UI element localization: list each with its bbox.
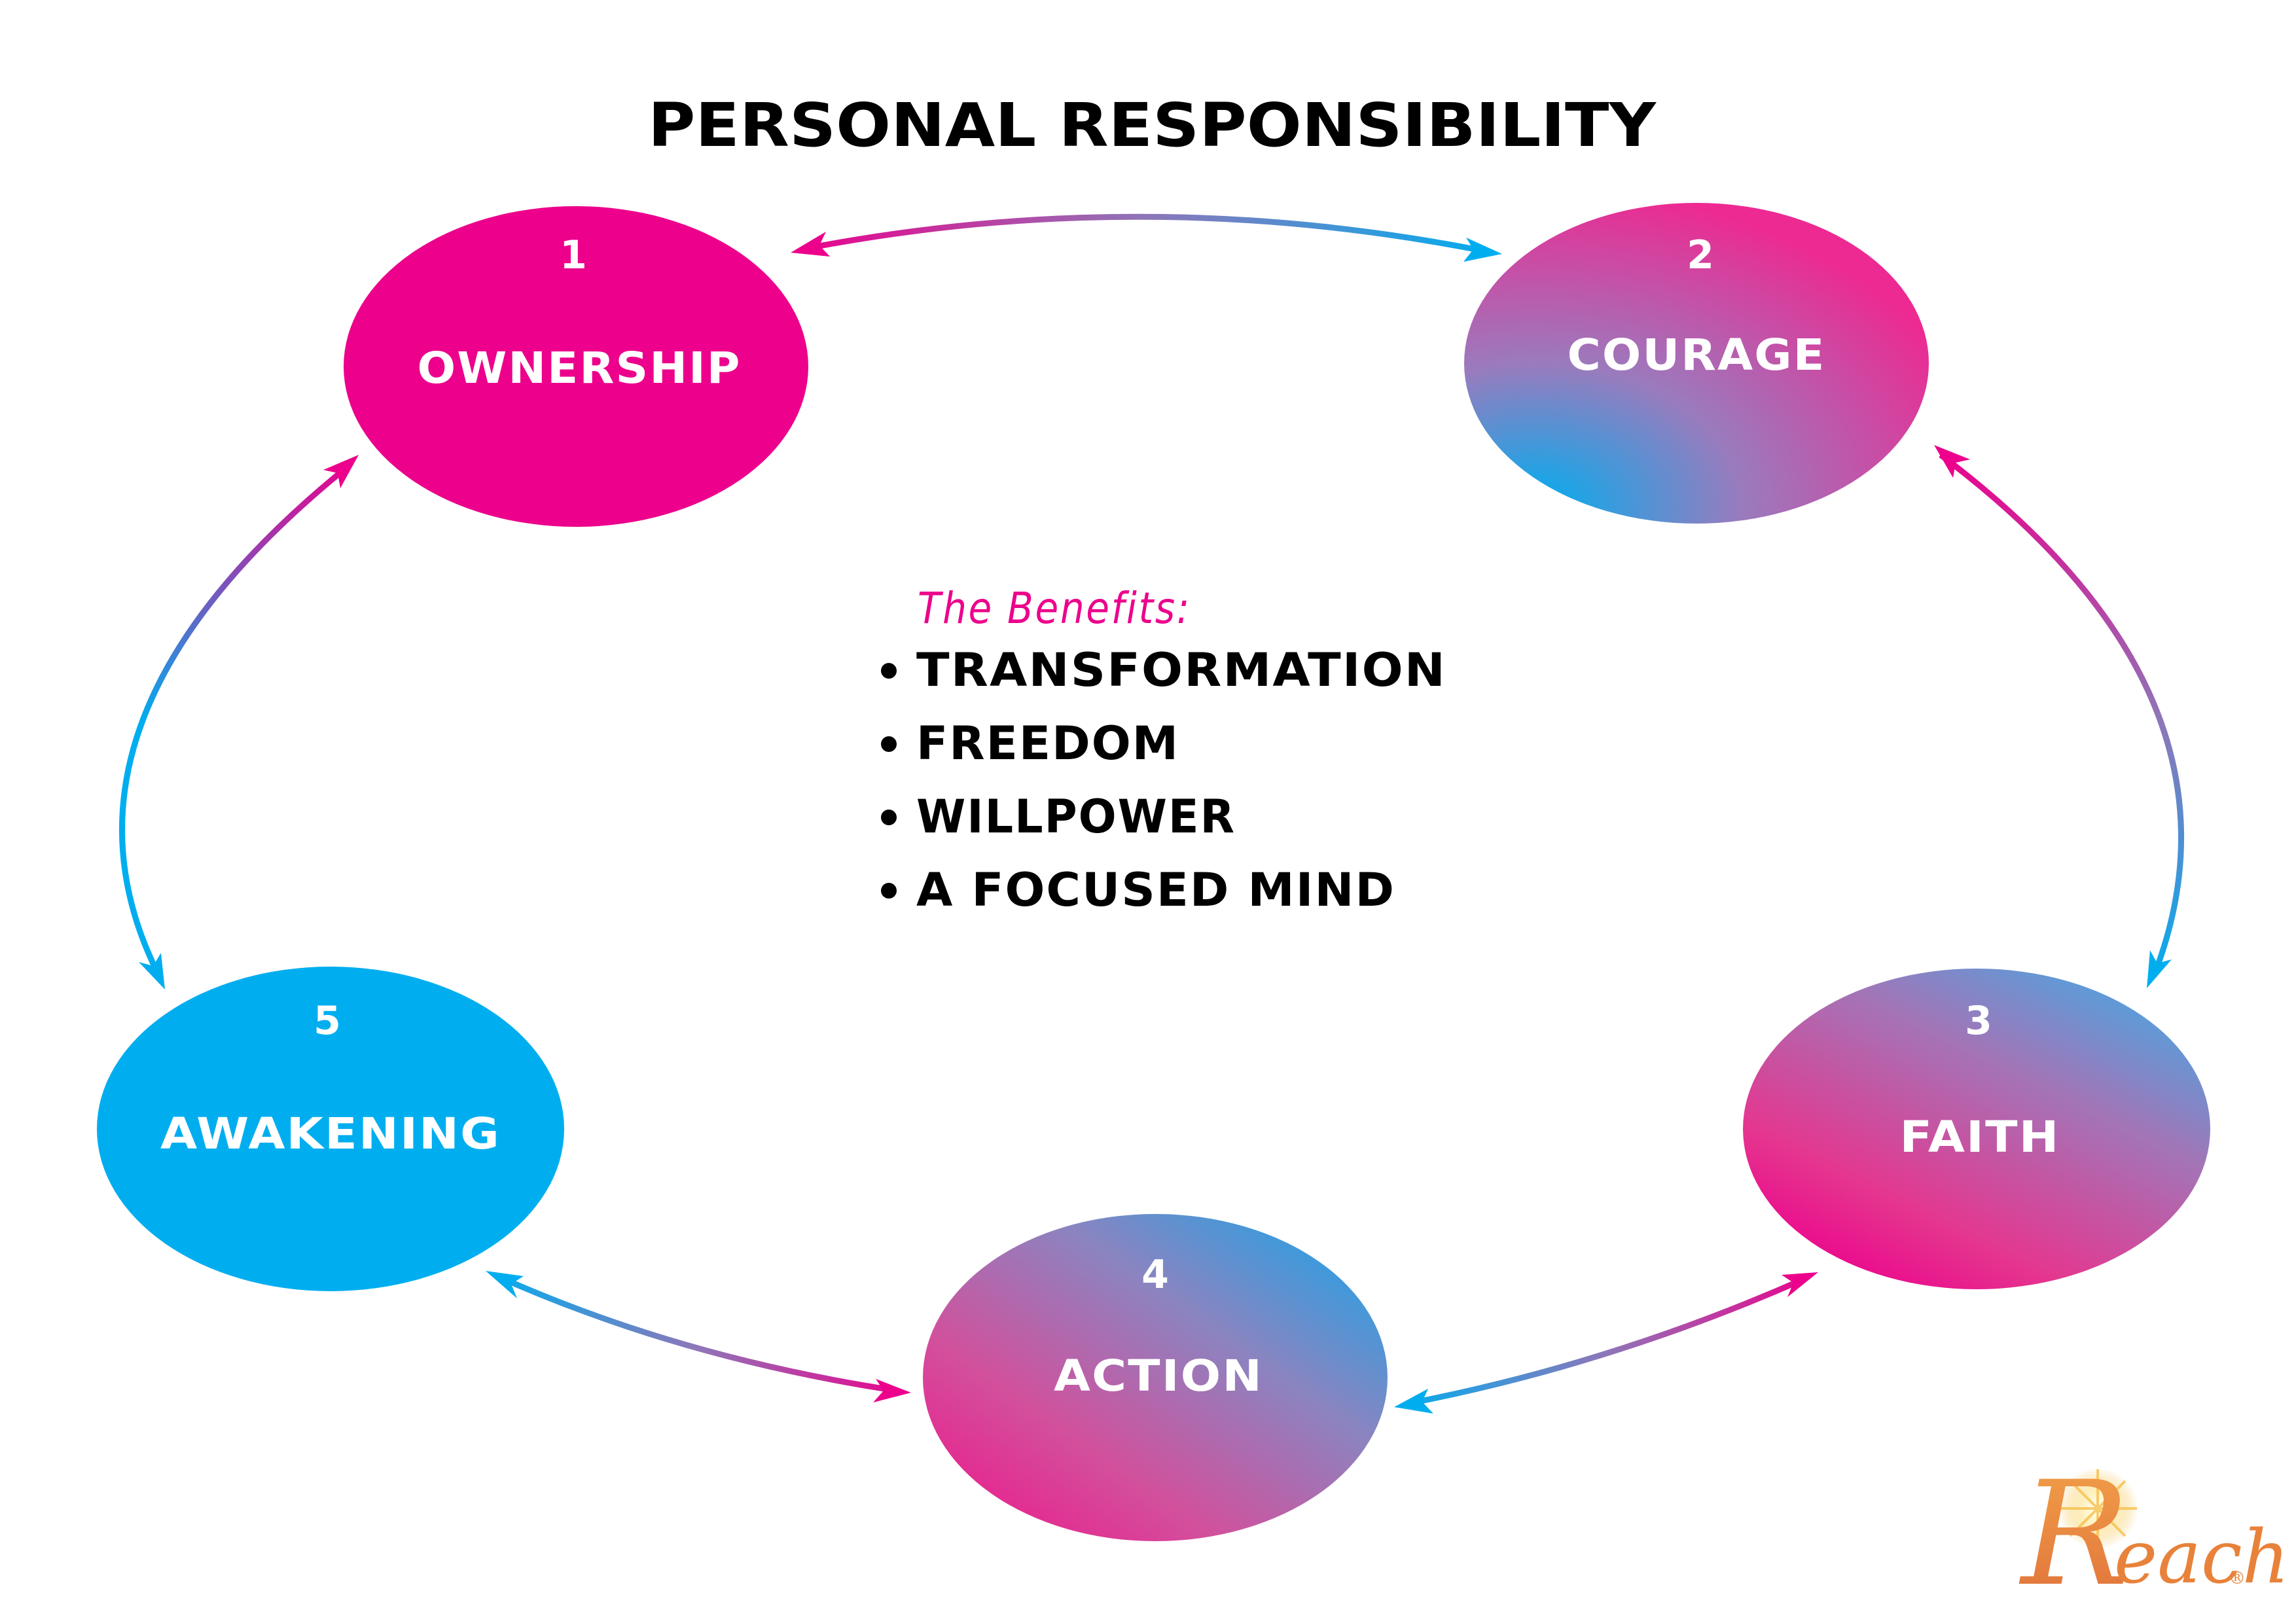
arrowhead-icon — [873, 1379, 911, 1402]
step-number: 1 — [560, 232, 587, 278]
arrowhead-icon — [1394, 1389, 1433, 1414]
arrowhead-icon — [486, 1271, 524, 1298]
step-number: 4 — [1141, 1252, 1169, 1298]
benefit-label: WILLPOWER — [916, 790, 1236, 844]
step-ellipse — [923, 1214, 1388, 1541]
connector-4-3 — [1394, 1272, 1818, 1414]
benefit-item: FREEDOM — [881, 717, 1179, 770]
benefits-block: The Benefits: TRANSFORMATION FREEDOM WIL… — [881, 583, 1446, 917]
arrowhead-icon — [1934, 445, 1970, 478]
step-label: OWNERSHIP — [418, 343, 742, 393]
benefit-label: A FOCUSED MIND — [916, 863, 1395, 917]
step-number: 2 — [1687, 232, 1714, 278]
step-faith: 3 FAITH — [1743, 969, 2210, 1289]
connector-2-3 — [1934, 445, 2184, 988]
step-ellipse — [344, 206, 808, 527]
benefit-label: TRANSFORMATION — [916, 643, 1446, 697]
arrowhead-icon — [1463, 238, 1502, 262]
step-ellipse — [1743, 969, 2210, 1289]
registered-mark: ® — [2229, 1569, 2246, 1588]
arrowhead-icon — [791, 232, 830, 257]
bullet-icon — [881, 663, 897, 679]
arrowhead-icon — [2147, 950, 2172, 988]
step-label: COURAGE — [1568, 330, 1826, 380]
connector-1-2 — [791, 213, 1502, 262]
reach-logo: R each ® — [2018, 1450, 2289, 1618]
step-label: FAITH — [1900, 1112, 2060, 1162]
step-courage: 2 COURAGE — [1464, 203, 1929, 524]
bullet-icon — [881, 736, 897, 752]
connector-5-1 — [119, 455, 359, 990]
arrowhead-icon — [139, 953, 165, 990]
step-awakening: 5 AWAKENING — [97, 967, 564, 1291]
arrowhead-icon — [1782, 1272, 1818, 1297]
logo-text: each — [2114, 1515, 2289, 1600]
step-action: 4 ACTION — [923, 1214, 1388, 1541]
benefit-item: TRANSFORMATION — [881, 643, 1446, 697]
step-label: AWAKENING — [160, 1109, 501, 1159]
bullet-icon — [881, 810, 897, 825]
sunburst-rays — [2058, 1469, 2137, 1548]
connector-5-4 — [486, 1271, 911, 1402]
step-number: 5 — [314, 998, 341, 1044]
benefits-heading: The Benefits: — [918, 583, 1191, 633]
benefit-label: FREEDOM — [916, 717, 1179, 770]
step-ellipse — [1464, 203, 1929, 524]
logo-initial: R — [2018, 1450, 2130, 1618]
step-ownership: 1 OWNERSHIP — [344, 206, 808, 527]
bullet-icon — [881, 883, 897, 899]
step-ellipse — [97, 967, 564, 1291]
page-title: PERSONAL RESPONSIBILITY — [648, 90, 1657, 160]
step-number: 3 — [1965, 998, 1992, 1044]
benefit-item: A FOCUSED MIND — [881, 863, 1395, 917]
benefit-item: WILLPOWER — [881, 790, 1236, 844]
step-label: ACTION — [1054, 1351, 1263, 1401]
arrowhead-icon — [323, 455, 359, 488]
